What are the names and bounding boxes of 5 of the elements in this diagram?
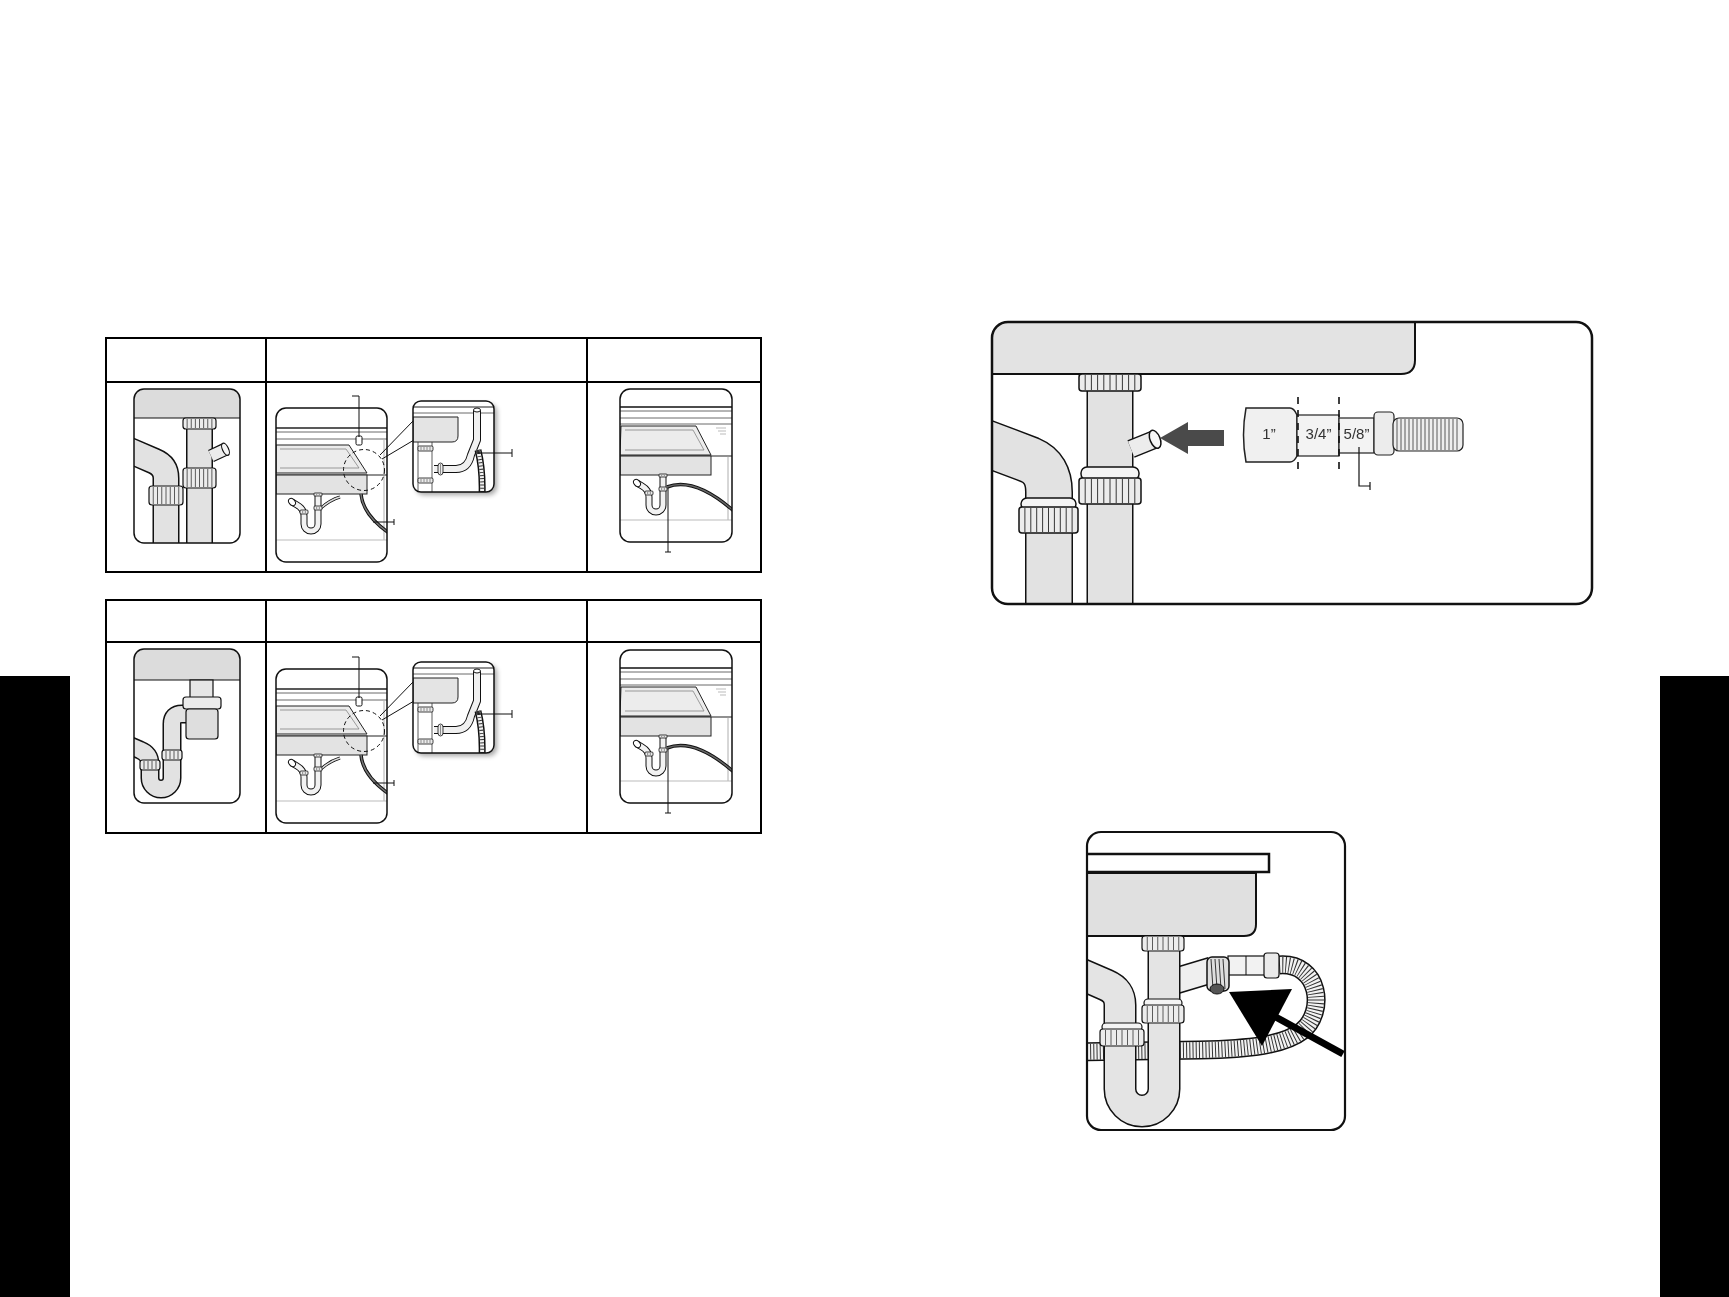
side-tab-bar: [1660, 676, 1729, 1297]
size-label: 5/8”: [1343, 426, 1370, 441]
side-tab-bar: [0, 676, 70, 1297]
size-label: 3/4”: [1305, 426, 1332, 441]
size-label: 1”: [1262, 426, 1276, 441]
